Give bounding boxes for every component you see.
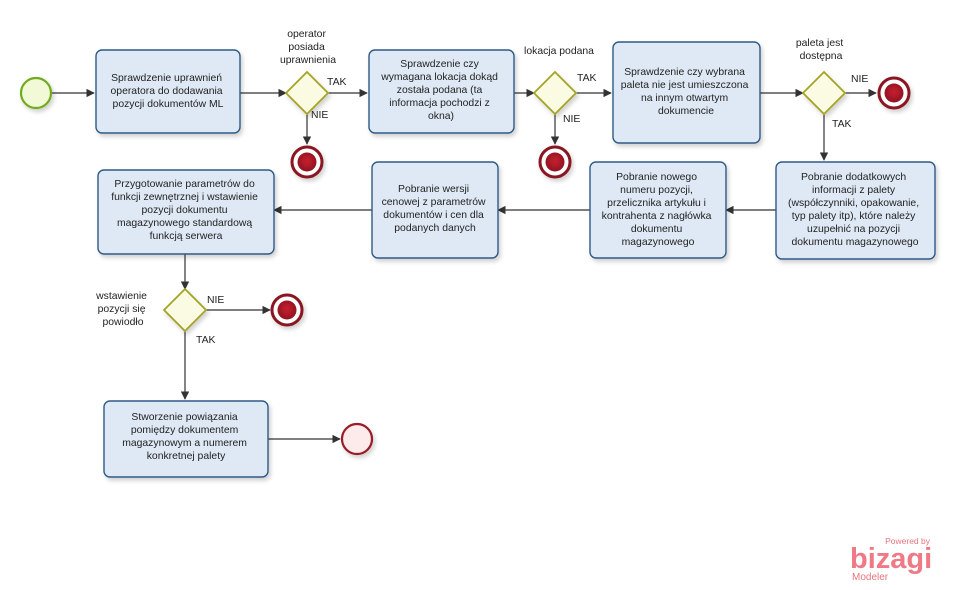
task-fetch-additional-label: Pobranie dodatkowych informacji z palety… <box>788 172 922 248</box>
bizagi-logo: Powered by bizagi Modeler <box>850 536 932 583</box>
task-check-pallet[interactable]: Sprawdzenie czy wybrana paleta nie jest … <box>612 41 761 144</box>
edge-label-gw4-yes: TAK <box>196 335 216 346</box>
edge-label-gw4-no: NIE <box>207 295 224 306</box>
gateway-pallet-available-label: paleta jest dostępna <box>796 38 846 62</box>
task-fetch-number[interactable]: Pobranie nowego numeru pozycji, przelicz… <box>589 161 727 259</box>
end-event-insert-failed[interactable] <box>270 293 304 327</box>
gateway-has-permissions-label: operator posiada uprawnienia <box>280 29 336 66</box>
task-check-pallet-label: Sprawdzenie czy wybrana paleta nie jest … <box>621 67 752 117</box>
logo-product: Modeler <box>852 572 889 583</box>
task-prepare-params[interactable]: Przygotowanie parametrów do funkcji zewn… <box>97 169 275 255</box>
end-event-success[interactable] <box>340 422 374 456</box>
start-event[interactable] <box>19 76 53 110</box>
end-event-pallet-unavailable[interactable] <box>877 76 911 110</box>
task-fetch-price-label: Pobranie wersji cenowej z parametrów dok… <box>382 184 489 234</box>
end-event-no-location[interactable] <box>538 145 572 179</box>
edge-label-gw1-no: NIE <box>311 110 328 121</box>
task-create-link[interactable]: Stworzenie powiązania pomiędzy dokumente… <box>103 400 269 478</box>
edge-label-gw3-yes: TAK <box>832 119 852 130</box>
gateway-insert-ok[interactable] <box>162 287 208 333</box>
gateway-pallet-available[interactable] <box>801 70 847 116</box>
end-event-no-permissions[interactable] <box>290 145 324 179</box>
gateway-insert-ok-label: wstawienie pozycji się powiodło <box>95 291 150 328</box>
task-create-link-label: Stworzenie powiązania pomiędzy dokumente… <box>122 412 250 462</box>
task-fetch-additional[interactable]: Pobranie dodatkowych informacji z palety… <box>775 161 936 260</box>
gateway-location-given-label: lokacja podana <box>524 46 594 57</box>
task-check-permissions[interactable]: Sprawdzenie uprawnień operatora do dodaw… <box>95 49 241 134</box>
gateway-location-given[interactable] <box>532 70 578 116</box>
edge-label-gw1-yes: TAK <box>327 77 347 88</box>
logo-name: bizagi <box>850 543 932 575</box>
task-fetch-price[interactable]: Pobranie wersji cenowej z parametrów dok… <box>371 161 499 259</box>
edge-label-gw3-no: NIE <box>851 74 868 85</box>
task-prepare-params-label: Przygotowanie parametrów do funkcji zewn… <box>111 179 261 242</box>
task-check-location[interactable]: Sprawdzenie czy wymagana lokacja dokąd z… <box>368 49 515 134</box>
task-fetch-number-label: Pobranie nowego numeru pozycji, przelicz… <box>602 172 715 248</box>
sequence-flows <box>52 88 877 444</box>
logo-powered-by: Powered by <box>885 536 931 546</box>
task-check-location-label: Sprawdzenie czy wymagana lokacja dokąd z… <box>380 59 501 122</box>
edge-label-gw2-yes: TAK <box>577 73 597 84</box>
edge-label-gw2-no: NIE <box>563 114 580 125</box>
task-check-permissions-label: Sprawdzenie uprawnień operatora do dodaw… <box>111 73 226 110</box>
gateway-has-permissions[interactable] <box>284 70 330 116</box>
